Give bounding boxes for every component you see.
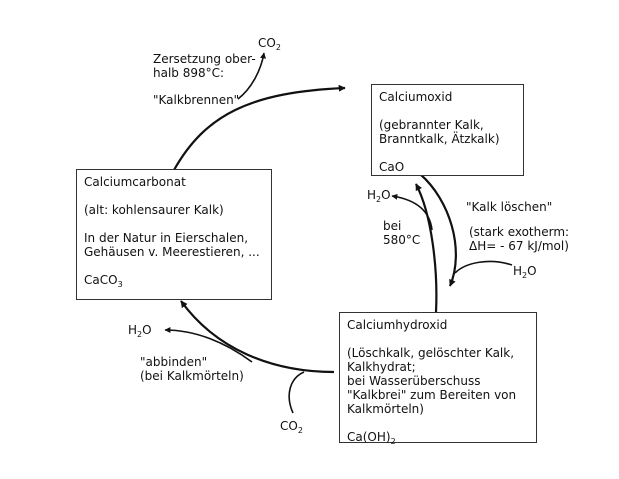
mol-sub: 2 xyxy=(137,330,143,339)
calciumoxid-note: (gebrannter Kalk, Branntkalk, Ätzkalk) xyxy=(379,118,500,146)
formula-subscript: 3 xyxy=(117,280,123,289)
mol-sub: 2 xyxy=(376,195,382,204)
mol-sub: 2 xyxy=(297,426,303,435)
co2-top: CO2 xyxy=(258,36,281,52)
formula-main: CaCO xyxy=(84,273,118,287)
h2o-right: H2O xyxy=(513,264,537,280)
formula-subscript: 2 xyxy=(390,437,396,446)
water-release-branch-mid xyxy=(391,193,433,231)
co2-release-branch-top xyxy=(237,52,267,100)
calciumoxid-formula: CaO xyxy=(379,160,405,174)
calciumhydroxid-note: (Löschkalk, gelöschter Kalk, Kalkhydrat;… xyxy=(347,346,517,416)
arrow-oxide-to-hydroxide xyxy=(419,173,457,287)
co2-bottom: CO2 xyxy=(280,419,303,435)
abbinden-label: "abbinden" (bei Kalkmörteln) xyxy=(140,355,244,383)
water-intake-branch xyxy=(454,260,513,274)
mol-tail: O xyxy=(381,188,391,202)
calciumcarbonat-formula: CaCO3 xyxy=(84,273,264,289)
cycle-arc-hydroxide-to-carbonate xyxy=(180,300,335,374)
calciumhydroxid-formula: Ca(OH)2 xyxy=(347,430,529,446)
kalk-loeschen-label: "Kalk löschen" xyxy=(466,200,553,214)
cycle-arc-carbonate-to-oxide xyxy=(173,84,346,171)
mol-main: CO xyxy=(258,36,276,50)
calciumcarbonat-note: (alt: kohlensaurer Kalk) xyxy=(84,203,224,217)
mol-main: H xyxy=(367,188,377,202)
mol-sub: 2 xyxy=(275,43,281,52)
calciumcarbonat-occurrence: In der Natur in Eierschalen, Gehäusen v.… xyxy=(84,231,260,259)
formula-main: Ca(OH) xyxy=(347,430,391,444)
co2-intake-branch-bottom xyxy=(288,371,305,414)
kalkbrennen-label: "Kalkbrennen" xyxy=(153,93,240,107)
mol-main: H xyxy=(513,264,523,278)
calciumoxid-title: Calciumoxid xyxy=(379,90,453,104)
mol-main: H xyxy=(128,323,138,337)
mol-tail: O xyxy=(527,264,537,278)
water-release-branch-left xyxy=(164,327,253,363)
calciumhydroxid-box: Calciumhydroxid (Löschkalk, gelöschter K… xyxy=(339,312,537,446)
h2o-left: H2O xyxy=(128,323,152,339)
h2o-mid: H2O xyxy=(367,188,391,204)
mol-tail: O xyxy=(142,323,152,337)
calciumoxid-box: Calciumoxid (gebrannter Kalk, Branntkalk… xyxy=(371,84,524,176)
mol-main: CO xyxy=(280,419,298,433)
mol-sub: 2 xyxy=(522,271,528,280)
calciumhydroxid-title: Calciumhydroxid xyxy=(347,318,448,332)
bei-580-label: bei 580°C xyxy=(383,219,421,247)
zersetzung-label: Zersetzung ober- halb 898°C: xyxy=(153,52,256,80)
calciumcarbonat-title: Calciumcarbonat xyxy=(84,175,186,189)
calciumcarbonat-box: Calciumcarbonat (alt: kohlensaurer Kalk)… xyxy=(76,169,272,300)
stark-exotherm-label: (stark exotherm: ΔH= - 67 kJ/mol) xyxy=(469,225,570,253)
arrow-hydroxide-to-oxide xyxy=(415,183,438,313)
